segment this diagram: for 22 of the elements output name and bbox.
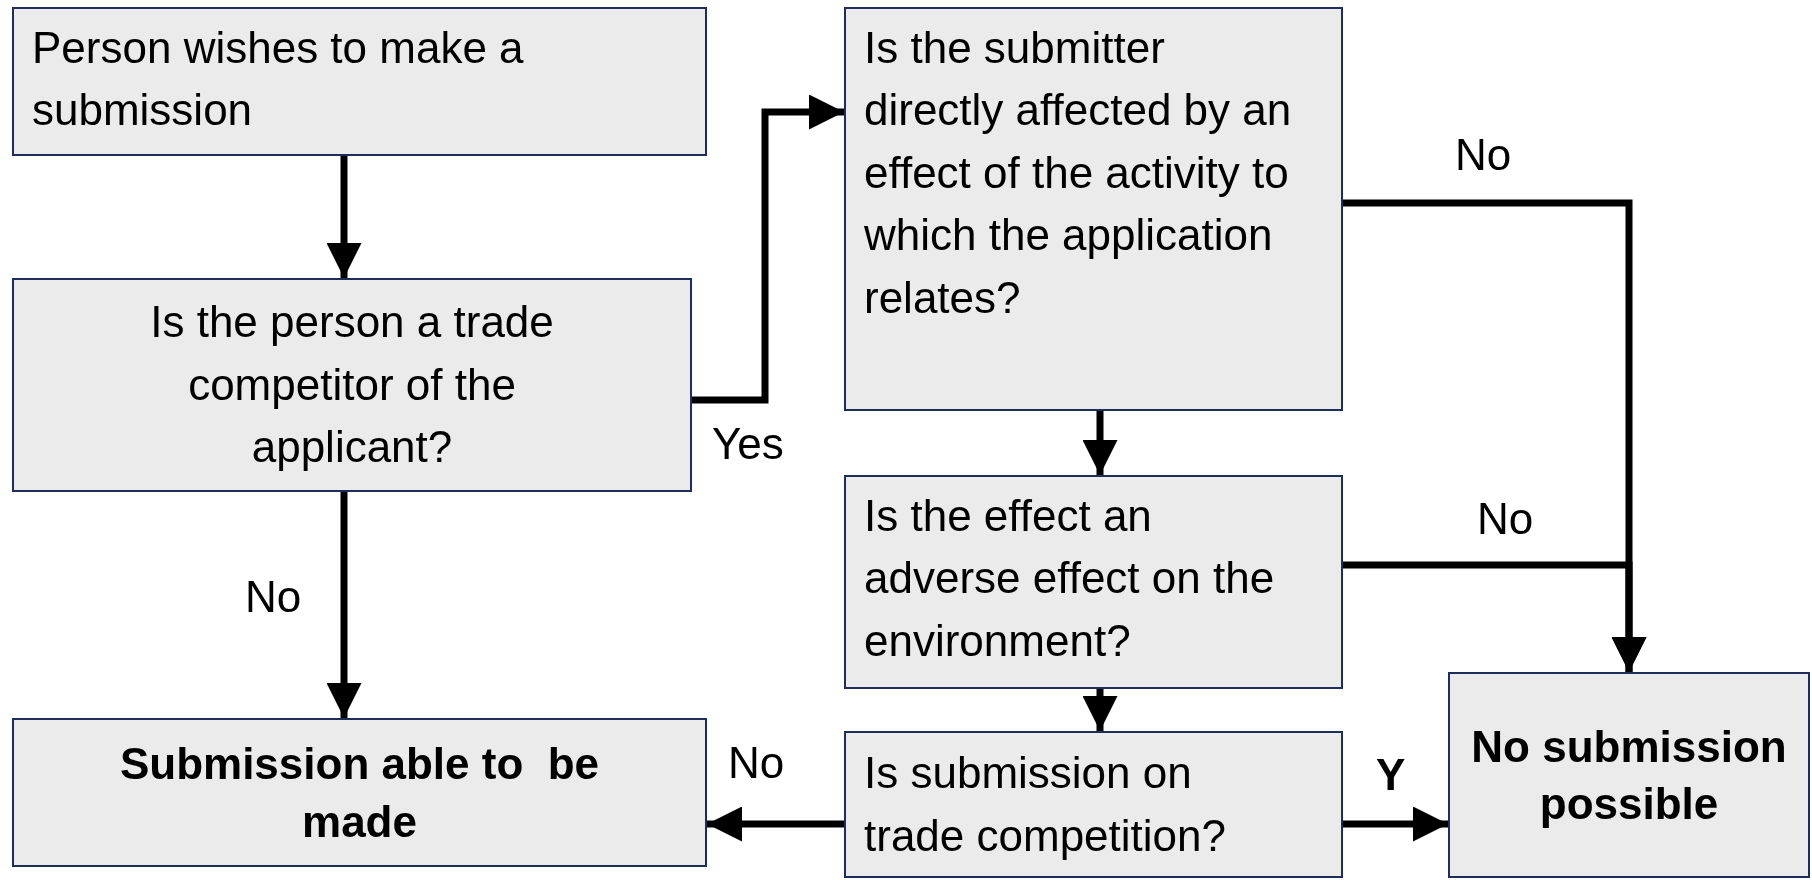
node-text: Submission able to be made: [118, 738, 601, 848]
arrow: [326, 156, 362, 278]
question-box: [12, 7, 707, 156]
node-text: Is the person a trade competitor of the applicant?: [149, 296, 555, 474]
outcome-box: [1448, 672, 1810, 878]
arrow: [1343, 561, 1647, 672]
arrow: [692, 94, 844, 404]
node-text: No submission possible: [1470, 720, 1788, 830]
question-box: [844, 7, 1343, 411]
arrow: [1082, 689, 1118, 731]
arrow: [326, 492, 362, 718]
node-text: Is the submitter directly affected by an effect of the activity to which the application relates?: [864, 22, 1293, 324]
arrow: [1082, 411, 1118, 475]
outcome-box: [12, 718, 707, 867]
arrow: [1343, 806, 1448, 842]
arrow: [707, 806, 844, 842]
question-box: [12, 278, 692, 492]
node-text: Is submission on trade competition?: [864, 747, 1227, 862]
question-box: [844, 731, 1343, 878]
node-text: Person wishes to make a submission: [32, 22, 525, 137]
question-box: [844, 475, 1343, 689]
node-text: Is the effect an adverse effect on the environment?: [864, 490, 1276, 667]
